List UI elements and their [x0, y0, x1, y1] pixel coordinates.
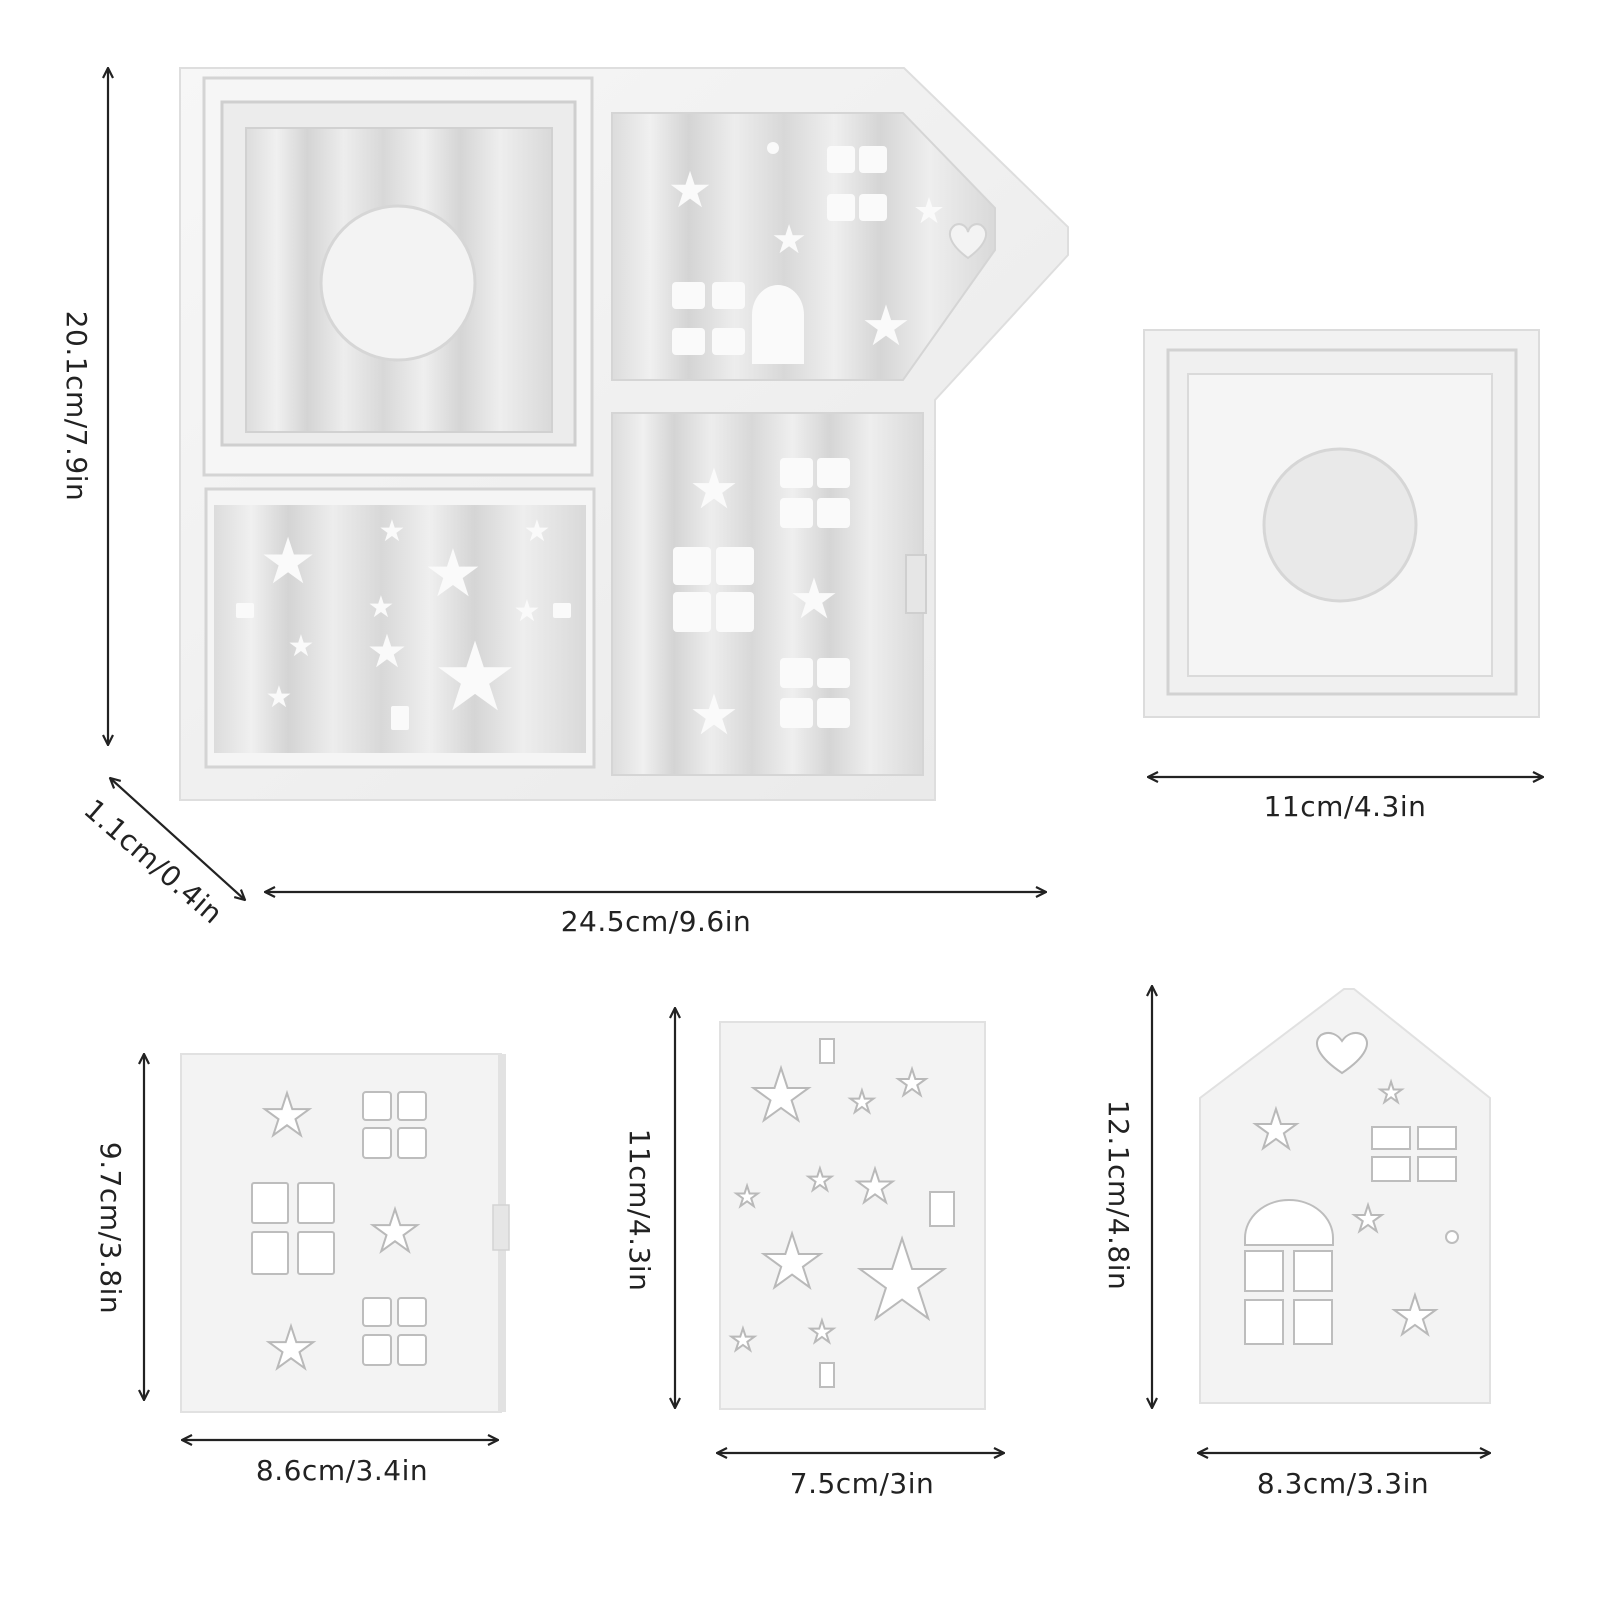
house-back-cavity: ★ ★ ★ ★ ★ ★ ★ ★ ★ ★: [204, 487, 596, 769]
svg-text:★: ★: [759, 1219, 825, 1305]
house-front-width-label: 8.3cm/3.3in: [1256, 1467, 1430, 1500]
svg-text:★: ★: [266, 680, 293, 715]
svg-text:★: ★: [861, 294, 911, 359]
svg-text:★: ★: [432, 621, 518, 733]
svg-text:★: ★: [854, 1159, 895, 1213]
coaster: [1143, 329, 1540, 718]
svg-text:★: ★: [524, 514, 551, 549]
svg-text:★: ★: [771, 217, 807, 263]
dimension-arrows: [108, 68, 1543, 1453]
svg-text:★: ★: [853, 1216, 952, 1344]
svg-text:★: ★: [423, 535, 482, 612]
svg-text:★: ★: [849, 1085, 876, 1120]
house-side-cavity: ★ ★ ★: [611, 412, 927, 776]
house-side-piece: ★ ★ ★: [180, 1053, 510, 1413]
svg-text:★: ★: [913, 191, 945, 232]
svg-text:★: ★: [379, 514, 406, 549]
svg-text:★: ★: [689, 457, 739, 522]
svg-text:★: ★: [668, 161, 713, 219]
svg-text:★: ★: [689, 683, 739, 748]
svg-text:★: ★: [288, 629, 315, 664]
svg-text:★: ★: [1378, 1076, 1403, 1109]
svg-text:★: ★: [734, 1180, 759, 1213]
svg-text:★: ★: [514, 594, 541, 629]
svg-text:★: ★: [366, 624, 407, 678]
coaster-width-label: 11cm/4.3in: [1263, 790, 1427, 823]
svg-text:★: ★: [730, 1323, 757, 1358]
svg-text:★: ★: [789, 567, 839, 632]
house-back-height-label: 11cm/4.3in: [623, 1128, 656, 1292]
svg-text:★: ★: [1352, 1199, 1384, 1240]
svg-text:★: ★: [1252, 1098, 1300, 1161]
house-side-width-label: 8.6cm/3.4in: [255, 1454, 429, 1487]
house-front-cavity: ★ ★ ★ ★: [611, 112, 996, 381]
svg-text:★: ★: [809, 1315, 836, 1350]
mold-width-label: 24.5cm/9.6in: [560, 905, 752, 938]
house-front-height-label: 12.1cm/4.8in: [1102, 1099, 1135, 1291]
house-back-piece: ★ ★ ★ ★ ★ ★ ★ ★ ★ ★: [719, 1021, 986, 1410]
mold-height-label: 20.1cm/7.9in: [60, 310, 93, 502]
svg-text:★: ★: [261, 1081, 313, 1149]
svg-text:★: ★: [807, 1163, 834, 1198]
svg-text:★: ★: [368, 590, 395, 625]
mold-depth-arrow: [110, 778, 245, 900]
svg-text:★: ★: [1391, 1284, 1439, 1347]
coaster-cavity: [202, 76, 594, 477]
svg-text:★: ★: [265, 1314, 317, 1382]
svg-text:★: ★: [749, 1053, 814, 1137]
silicone-mold: ★ ★ ★ ★ ★ ★ ★ ★ ★ ★ ★ ★ ★ ★: [179, 67, 1069, 801]
house-front-piece: ★ ★ ★ ★: [1199, 988, 1491, 1404]
svg-text:★: ★: [259, 525, 316, 599]
house-side-height-label: 9.7cm/3.8in: [94, 1141, 127, 1315]
house-back-width-label: 7.5cm/3in: [789, 1467, 935, 1500]
svg-text:★: ★: [896, 1063, 928, 1104]
svg-text:★: ★: [369, 1197, 421, 1265]
